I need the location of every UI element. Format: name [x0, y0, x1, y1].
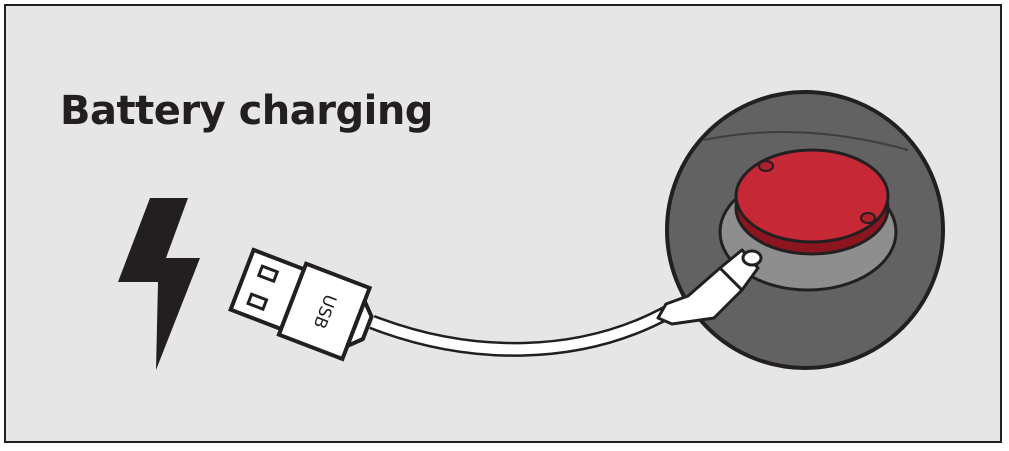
usb-pin-slot [256, 264, 280, 284]
red-button [734, 148, 890, 256]
lightning-bolt-icon [118, 198, 200, 370]
usb-connector: USB [228, 247, 374, 362]
illustration-panel [4, 4, 1002, 443]
barrel-plug [656, 248, 763, 326]
usb-pin-slot [246, 292, 269, 312]
device-body [665, 90, 945, 370]
charging-cable [369, 248, 763, 357]
page-title: Battery charging [60, 88, 433, 134]
